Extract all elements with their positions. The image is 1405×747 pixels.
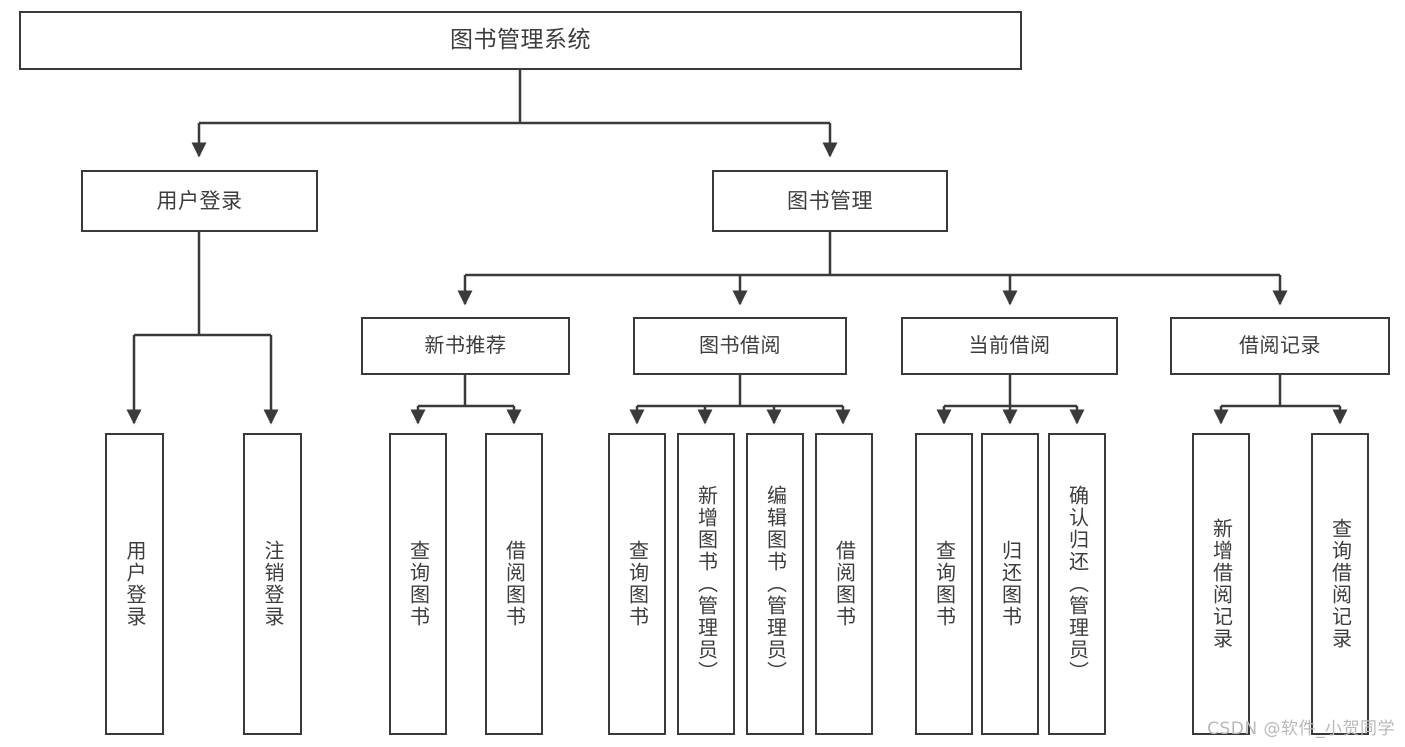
leaf-book-borrow-edit-book[interactable]: 编辑图书（管理员） xyxy=(746,433,804,735)
leaf-borrow-record-add-record-label: 新增借阅记录 xyxy=(1209,518,1234,650)
node-user-login-label: 用户登录 xyxy=(156,188,243,213)
node-borrow-record-label: 借阅记录 xyxy=(1239,333,1321,358)
leaf-book-borrow-borrow-book[interactable]: 借阅图书 xyxy=(815,433,873,735)
leaf-user-login-logout-label: 注销登录 xyxy=(261,540,285,628)
node-book-management-label: 图书管理 xyxy=(787,188,873,213)
leaf-user-login-login[interactable]: 用户登录 xyxy=(105,433,164,735)
leaf-current-borrow-query-book-label: 查询图书 xyxy=(932,540,957,628)
leaf-new-book-query-book[interactable]: 查询图书 xyxy=(389,433,447,735)
leaf-user-login-logout[interactable]: 注销登录 xyxy=(243,433,302,735)
node-new-book-recommend-label: 新书推荐 xyxy=(424,333,507,358)
leaf-current-borrow-return-book-label: 归还图书 xyxy=(998,540,1023,628)
node-current-borrow[interactable]: 当前借阅 xyxy=(901,317,1118,375)
leaf-current-borrow-return-book[interactable]: 归还图书 xyxy=(981,433,1039,735)
leaf-current-borrow-confirm-return[interactable]: 确认归还（管理员） xyxy=(1048,433,1106,735)
leaf-new-book-query-book-label: 查询图书 xyxy=(406,540,431,628)
node-book-management[interactable]: 图书管理 xyxy=(712,170,948,232)
node-book-borrow[interactable]: 图书借阅 xyxy=(633,317,847,375)
leaf-user-login-login-label: 用户登录 xyxy=(123,540,147,628)
csdn-watermark: CSDN @软件_小贺同学 xyxy=(1207,719,1395,739)
node-book-borrow-label: 图书借阅 xyxy=(699,333,781,358)
node-current-borrow-label: 当前借阅 xyxy=(968,333,1051,358)
leaf-book-borrow-borrow-book-label: 借阅图书 xyxy=(832,540,857,628)
leaf-book-borrow-query-book[interactable]: 查询图书 xyxy=(608,433,666,735)
node-borrow-record[interactable]: 借阅记录 xyxy=(1170,317,1390,375)
leaf-current-borrow-confirm-return-label: 确认归还（管理员） xyxy=(1065,485,1090,683)
leaf-new-book-borrow-book[interactable]: 借阅图书 xyxy=(485,433,543,735)
node-root-system-label: 图书管理系统 xyxy=(450,26,591,53)
leaf-borrow-record-add-record[interactable]: 新增借阅记录 xyxy=(1192,433,1250,735)
leaf-book-borrow-query-book-label: 查询图书 xyxy=(625,540,650,628)
leaf-current-borrow-query-book[interactable]: 查询图书 xyxy=(915,433,973,735)
leaf-book-borrow-edit-book-label: 编辑图书（管理员） xyxy=(763,485,788,683)
leaf-new-book-borrow-book-label: 借阅图书 xyxy=(502,540,527,628)
leaf-book-borrow-add-book-label: 新增图书（管理员） xyxy=(694,485,719,683)
leaf-borrow-record-query-record-label: 查询借阅记录 xyxy=(1328,518,1353,650)
node-new-book-recommend[interactable]: 新书推荐 xyxy=(361,317,570,375)
leaf-book-borrow-add-book[interactable]: 新增图书（管理员） xyxy=(677,433,735,735)
node-root-system[interactable]: 图书管理系统 xyxy=(19,11,1022,70)
node-user-login[interactable]: 用户登录 xyxy=(81,170,318,232)
leaf-borrow-record-query-record[interactable]: 查询借阅记录 xyxy=(1311,433,1369,735)
